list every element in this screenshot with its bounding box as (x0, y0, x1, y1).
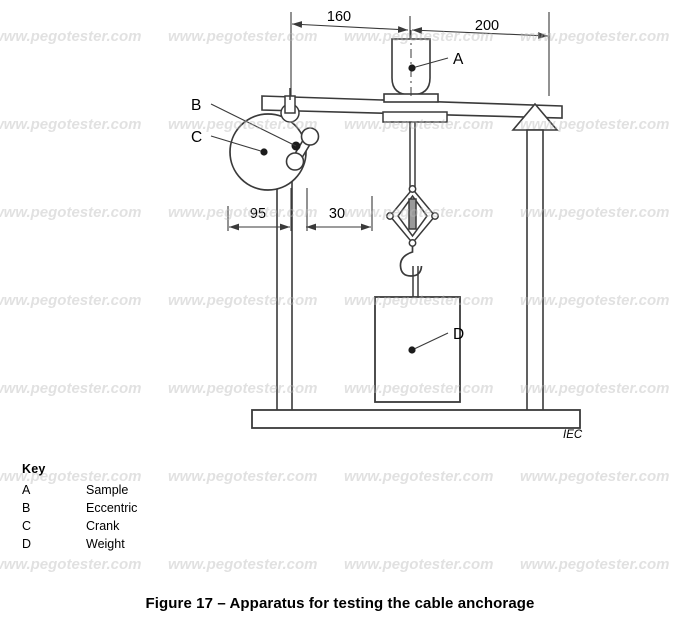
dot-d (408, 346, 416, 354)
key-letter-d: D (22, 537, 32, 551)
leader-a (411, 57, 449, 69)
key-description-b: Eccentric (86, 501, 138, 515)
cable-clamp-plate (382, 111, 448, 123)
suspension-cable-upper (409, 122, 416, 192)
key-description-a: Sample (86, 483, 129, 497)
key-row-a: A Sample (22, 483, 322, 501)
top-beam (261, 95, 563, 119)
beam-left-pivot (280, 88, 300, 123)
key-letter-b: B (22, 501, 31, 515)
key-letter-c: C (22, 519, 32, 533)
key-row-b: B Eccentric (22, 501, 322, 519)
dimension-label-30: 30 (329, 206, 345, 222)
crank-disc (229, 113, 307, 191)
dot-a (408, 64, 416, 72)
figure-caption: Figure 17 – Apparatus for testing the ca… (145, 595, 535, 612)
key-legend: Key A Sample B Eccentric C Crank D Weigh… (22, 462, 322, 555)
base-plate (251, 409, 581, 429)
leader-c (210, 135, 265, 153)
turnbuckle-link (386, 185, 439, 247)
callout-label-c: C (191, 129, 202, 146)
key-description-d: Weight (86, 537, 125, 551)
dimension-label-200: 200 (475, 18, 499, 34)
callout-leaders (210, 57, 449, 351)
dimension-arrow-200 (411, 27, 549, 39)
callout-label-a: A (453, 51, 464, 68)
dimension-arrow-160 (291, 21, 409, 33)
dot-c (260, 148, 268, 156)
right-column (526, 129, 544, 412)
callout-label-d: D (453, 326, 464, 343)
suspension-cable-lower (412, 266, 419, 298)
leader-d (411, 332, 449, 351)
iec-source-mark: IEC (563, 429, 583, 441)
key-row-d: D Weight (22, 537, 322, 555)
key-description-c: Crank (86, 519, 120, 533)
dimension-label-95: 95 (250, 206, 266, 222)
top-dimension-group (290, 12, 550, 98)
bottom-dimension-group (227, 188, 373, 231)
callout-label-b: B (191, 97, 201, 114)
eccentric-rod (285, 127, 320, 171)
leader-b (210, 103, 297, 147)
key-title: Key (22, 462, 46, 476)
key-letter-a: A (22, 483, 31, 497)
key-row-c: C Crank (22, 519, 322, 537)
callout-dots (260, 64, 416, 354)
dimension-label-160: 160 (327, 9, 351, 25)
weight-block (374, 296, 461, 403)
